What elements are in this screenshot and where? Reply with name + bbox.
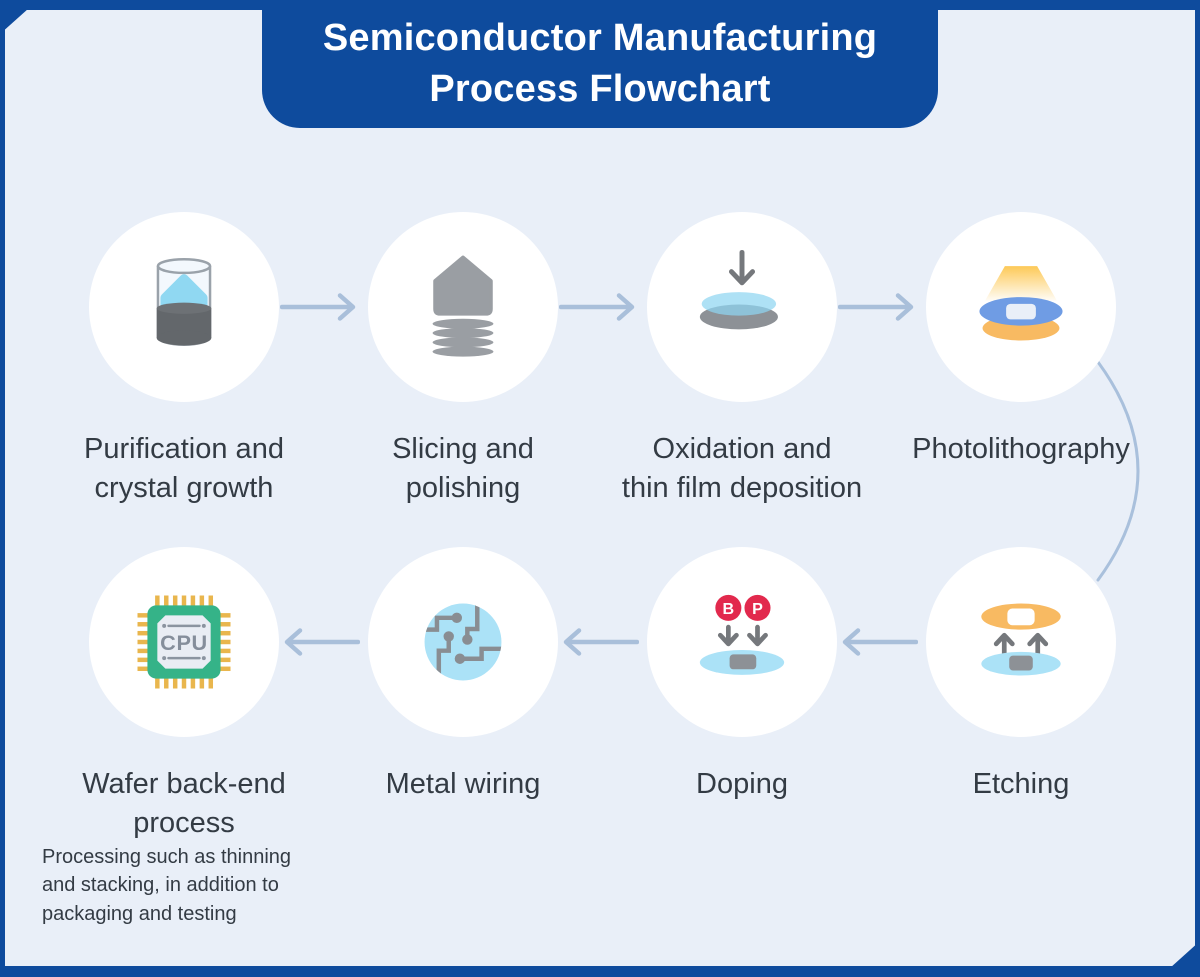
cpu-chip-icon: CPU (137, 595, 231, 689)
step-label: Photolithography (912, 433, 1130, 465)
step-purification: Purification and crystal growth (44, 212, 324, 507)
title-banner: Semiconductor Manufacturing Process Flow… (262, 0, 938, 128)
step-metal-wiring: Metal wiring (323, 547, 603, 804)
circuit-traces-icon (424, 603, 502, 681)
step-wafer-backend: CPU Wafer back-end process (44, 547, 324, 842)
step-label: Doping (696, 768, 788, 800)
step-etching: Etching (881, 547, 1161, 804)
step-circle (926, 212, 1116, 402)
step-label: Slicing and polishing (392, 433, 534, 504)
flow-arrow-right-icon (559, 293, 635, 321)
step-label: Etching (972, 768, 1070, 800)
corner-accent-top-left (0, 0, 38, 34)
frame-bottom-bar (0, 966, 1200, 977)
step-note: Processing such as thinning and stacking… (42, 846, 292, 925)
step-circle (926, 547, 1116, 737)
flow-arrow-left-icon (563, 628, 639, 656)
flow-arrow-left-icon (842, 628, 918, 656)
step-circle (368, 547, 558, 737)
frame-left-bar (0, 0, 5, 977)
frame-right-bar (1195, 0, 1200, 977)
step-label: Metal wiring (385, 768, 541, 800)
dopant-implant-icon: B P (699, 594, 785, 675)
etching-wafer-icon (981, 603, 1061, 676)
step-slicing: Slicing and polishing (323, 212, 603, 507)
flow-arrow-left-icon (284, 628, 360, 656)
exposure-mask-icon (979, 266, 1063, 341)
wafer-deposition-icon (699, 249, 778, 330)
step-oxidation: Oxidation and thin film deposition (602, 212, 882, 507)
step-label: Wafer back-end process (82, 768, 286, 839)
step-doping: B P Doping (602, 547, 882, 804)
page-title: Semiconductor Manufacturing Process Flow… (322, 17, 878, 110)
step-label: Purification and crystal growth (84, 433, 284, 504)
step-circle (647, 212, 837, 402)
flow-curve-connector-icon (1096, 360, 1140, 582)
cpu-text-label: CPU (160, 630, 208, 655)
step-circle (368, 212, 558, 402)
step-circle (89, 212, 279, 402)
step-label: Oxidation and thin film deposition (621, 433, 863, 504)
corner-accent-bottom-right (1160, 941, 1200, 977)
flow-arrow-right-icon (838, 293, 914, 321)
flow-arrow-right-icon (280, 293, 356, 321)
dopant-phosphorus-label: P (752, 600, 763, 618)
step-circle: CPU (89, 547, 279, 737)
crucible-crystal-icon (156, 258, 212, 347)
silicon-ingot-slices-icon (432, 255, 494, 357)
step-photolithography: Photolithography (881, 212, 1161, 469)
dopant-boron-label: B (723, 600, 735, 618)
step-circle: B P (647, 547, 837, 737)
